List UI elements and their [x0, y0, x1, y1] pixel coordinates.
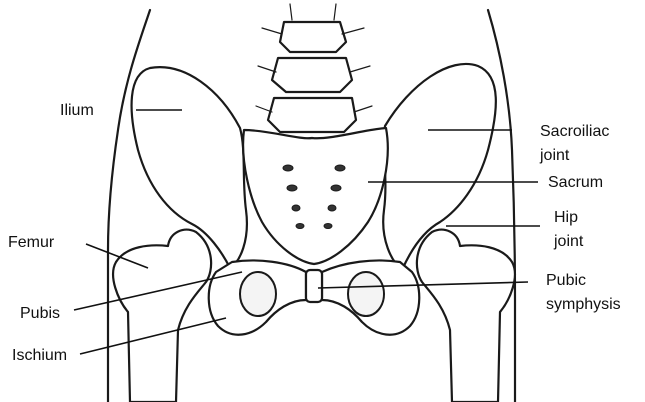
label-ischium: Ischium [12, 347, 67, 364]
left-obturator-foramen [240, 272, 276, 316]
label-femur: Femur [8, 234, 55, 251]
lumbar-spine [256, 4, 372, 132]
label-ilium: Ilium [60, 102, 94, 119]
right-femur [417, 230, 515, 402]
left-femur [113, 230, 211, 402]
pubic-symphysis [306, 270, 322, 302]
label-pubis: Pubis [20, 305, 60, 322]
label-hip-joint-2: joint [553, 233, 584, 250]
label-pubic-symphysis-1: Pubic [546, 272, 586, 289]
right-obturator-foramen [348, 272, 384, 316]
label-sacroiliac-joint-2: joint [539, 147, 570, 164]
sacrum [243, 128, 388, 264]
label-sacroiliac-joint-1: Sacroiliac [540, 123, 609, 140]
label-hip-joint-1: Hip [554, 209, 578, 226]
label-pubic-symphysis-2: symphysis [546, 296, 621, 313]
label-sacrum: Sacrum [548, 174, 603, 191]
